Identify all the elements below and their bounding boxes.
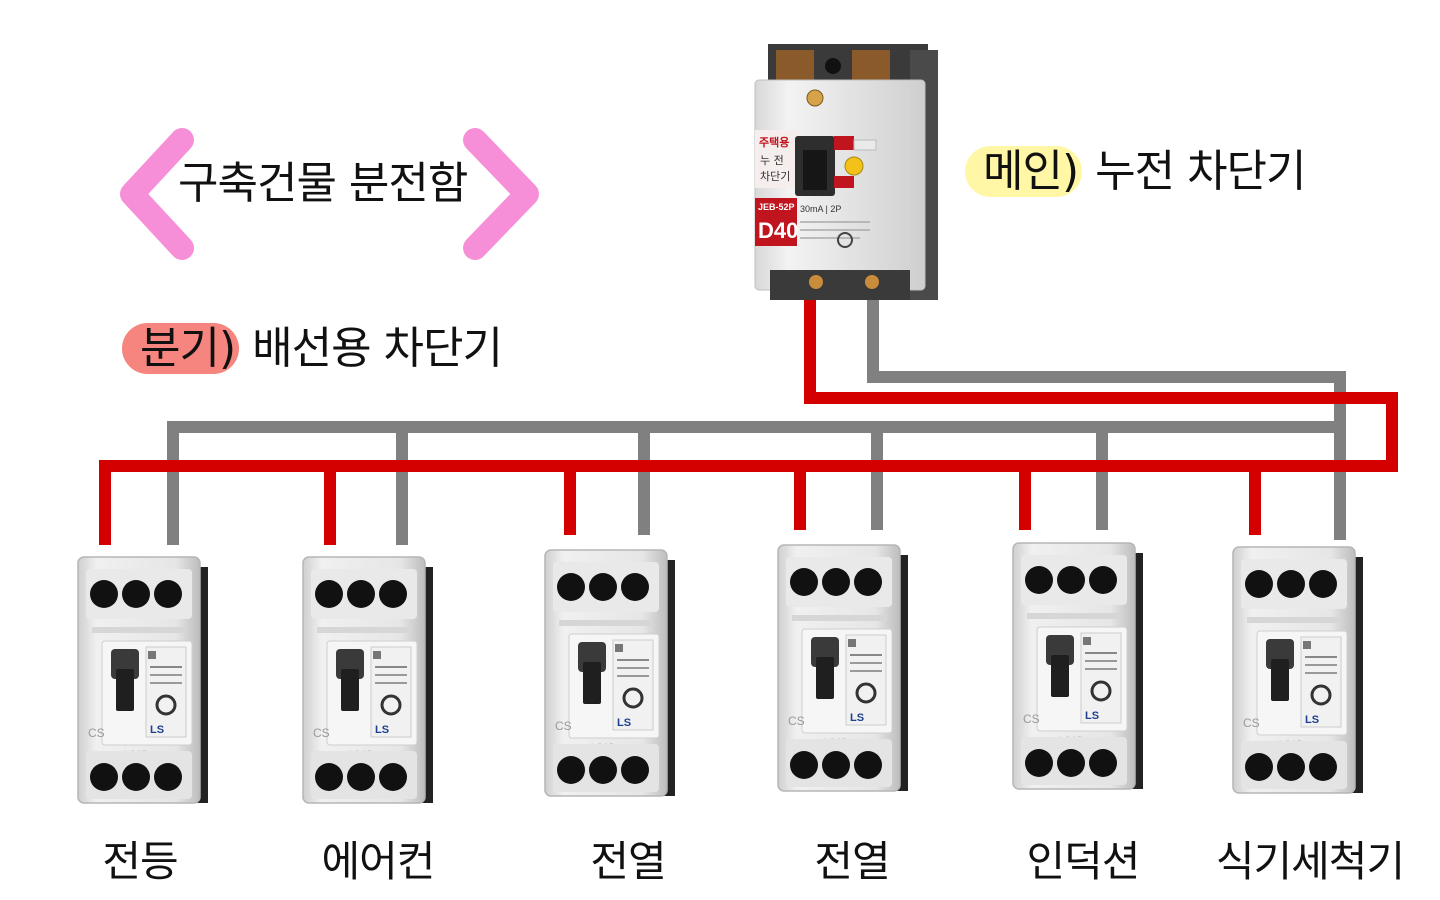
main-breaker-type-label-2: 누 전: [760, 154, 784, 167]
branch-breaker-2: [301, 555, 435, 805]
title-bracket-right: [463, 128, 539, 260]
branch-breaker-5: [1011, 541, 1145, 791]
circuit-label-1: 전등: [102, 837, 178, 886]
branch-breaker-3: [543, 548, 677, 798]
circuit-label-6: 식기세척기: [1215, 837, 1405, 886]
panel-title: 구축건물 분전함: [178, 158, 468, 209]
main-breaker-type-label-3: 차단기: [760, 170, 790, 183]
circuit-label-4: 전열: [814, 837, 890, 886]
hot-wire: [99, 295, 1398, 545]
branch-breaker-label: 분기) 배선용 차단기: [122, 323, 503, 374]
branch-breaker-4: [776, 543, 910, 793]
main-breaker-name: 누전 차단기: [1082, 146, 1306, 197]
circuit-label-5: 인덕션: [1026, 837, 1141, 886]
branch-breaker-tag: 분기): [122, 323, 240, 374]
circuit-label-2: 에어컨: [321, 837, 436, 886]
main-breaker-spec: 30mA | 2P: [800, 204, 841, 214]
main-breaker-model: JEB-52P: [758, 202, 795, 212]
branch-breaker-6: [1231, 545, 1365, 795]
main-breaker-tag: 메인): [965, 146, 1083, 197]
main-breaker-rating: D40: [758, 218, 798, 243]
branch-breaker-1: [76, 555, 210, 805]
main-breaker-device: 주택용 누 전 차단기 JEB-52P D40 30mA | 2P: [754, 44, 938, 300]
main-breaker-label: 메인) 누전 차단기: [965, 146, 1307, 197]
main-breaker-type-label: 주택용: [759, 135, 789, 149]
branch-breaker-name: 배선용 차단기: [239, 323, 503, 374]
title-bracket-left: [120, 128, 194, 260]
circuit-label-3: 전열: [590, 837, 666, 886]
